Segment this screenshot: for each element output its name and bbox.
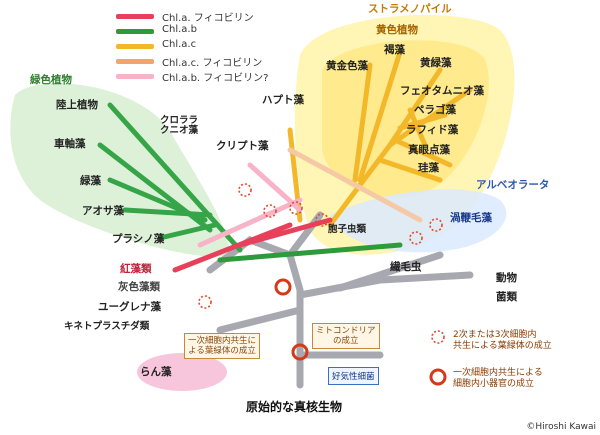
taxon-euglenids: ユーグレナ藻 xyxy=(98,301,161,313)
alveolata-title: アルベオラータ xyxy=(476,179,550,191)
endosymbiosis-arrows xyxy=(172,147,423,273)
taxon-cryptophytes: クリプト藻 xyxy=(216,140,269,152)
taxon-raphido: ラフィド藻 xyxy=(406,124,459,136)
taxon-haptophytes: ハプト藻 xyxy=(262,94,304,106)
yellow-algae-title: 黄色植物 xyxy=(376,24,418,36)
legend-label: Chl.a.b. フィコビリン? xyxy=(162,73,269,84)
green-line-icon xyxy=(116,29,154,34)
taxon-red-algae: 紅藻類 xyxy=(120,263,152,275)
taxon-rhaphido: 黄緑藻 xyxy=(420,57,452,69)
note-primary-endosymbiosis: 一次細胞内共生に よる葉緑体の成立 xyxy=(184,333,261,360)
taxon-dinoflagellates: 渦鞭毛藻 xyxy=(450,212,492,224)
yellow-line-icon xyxy=(116,44,154,49)
taxon-chlorarachnion: クロララ クニオ藻 xyxy=(160,115,199,136)
taxon-eustigmato: 真眼点藻 xyxy=(408,144,450,156)
key-secondary-text: 2次または3次細胞内 共生による葉緑体の成立 xyxy=(453,330,552,352)
note-mitochondria: ミトコンドリア の成立 xyxy=(312,323,380,350)
legend-label: Chl.a. フィコビリン xyxy=(162,13,254,24)
secondary-symbiosis-markers xyxy=(198,183,443,309)
credit-text: ©Hiroshi Kawai xyxy=(526,422,596,432)
taxon-pelago: ペラゴ藻 xyxy=(414,104,456,116)
taxon-apicomplexa: 胞子虫類 xyxy=(328,224,367,235)
key-primary-text: 一次細胞内共生による 細胞内小器官の成立 xyxy=(453,368,543,390)
note-aerobic-bacteria: 好気性細菌 xyxy=(328,367,379,385)
red-line-icon xyxy=(116,14,154,19)
taxon-pheo: フェオタムニオ藻 xyxy=(400,85,484,97)
orchid-algae-blob xyxy=(137,353,227,391)
taxon-ulva: アオサ藻 xyxy=(82,205,124,217)
taxon-kinetoplastids: キネトプラスチダ類 xyxy=(64,321,150,332)
legend-label: Chl.a.b xyxy=(162,24,197,35)
taxon-ancestral-eukaryote: 原始的な真核生物 xyxy=(246,400,343,414)
yellow-branches xyxy=(287,49,473,228)
taxon-orchid-algae: らん藻 xyxy=(140,366,172,378)
taxon-glaucophytes: 灰色藻類 xyxy=(118,281,160,293)
taxon-prasinophytes: プラシノ藻 xyxy=(112,233,165,245)
legend-label: Chl.a.c xyxy=(162,39,197,50)
taxon-ciliates: 繊毛虫 xyxy=(390,261,422,273)
taxon-xanthophytes: 褐藻 xyxy=(384,44,405,56)
legend-label: Chl.a.c. フィコビリン xyxy=(162,58,263,69)
stramenopiles-title: ストラメノパイル xyxy=(368,3,452,15)
taxon-golden-algae: 黄金色藻 xyxy=(326,60,368,72)
orange-line-icon xyxy=(116,59,154,64)
taxon-charophytes: 車軸藻 xyxy=(54,138,86,150)
taxon-animals: 動物 xyxy=(496,272,517,284)
green-branches xyxy=(97,102,243,253)
taxon-fungi: 菌類 xyxy=(496,291,517,303)
pink-line-icon xyxy=(116,74,154,79)
taxon-diatoms: 珪藻 xyxy=(418,162,439,174)
green-plants-title: 緑色植物 xyxy=(30,74,72,86)
taxon-land-plants: 陸上植物 xyxy=(56,99,98,111)
taxon-green-algae: 緑藻 xyxy=(80,175,101,187)
primary-symbiosis-markers xyxy=(274,278,309,361)
